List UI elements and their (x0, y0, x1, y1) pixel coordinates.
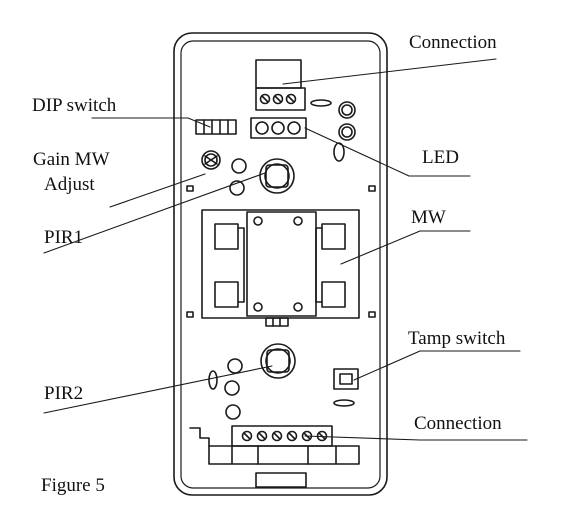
inner-housing (180, 40, 381, 489)
bottom-rail (208, 445, 360, 465)
label-pir1: PIR1 (44, 227, 84, 248)
pir2-sensor (260, 343, 296, 379)
label-connection-bottom: Connection (414, 413, 502, 434)
label-mw: MW (411, 207, 446, 228)
label-led: LED (422, 147, 459, 168)
bottom-tab (255, 472, 307, 488)
label-connection-top: Connection (409, 32, 497, 53)
tamper-slot (333, 399, 355, 407)
label-gain-mw: Gain MW (33, 149, 110, 170)
leader-lines (43, 58, 528, 441)
bottom-left-step (189, 427, 210, 447)
led-lens (333, 142, 345, 162)
mw-module (201, 209, 360, 327)
pir1-left-hole-top (231, 158, 247, 174)
pir2-hole-1 (227, 358, 243, 374)
led-row (250, 117, 307, 139)
label-tamp-switch: Tamp switch (408, 328, 506, 349)
gain-mw-potentiometer (201, 150, 221, 170)
figure-caption: Figure 5 (41, 475, 105, 496)
top-terminal-block (255, 59, 306, 111)
label-pir2: PIR2 (44, 383, 84, 404)
label-gain-mw-adjust: Adjust (44, 174, 95, 195)
label-dip-switch: DIP switch (32, 95, 117, 116)
dip-switch (195, 119, 237, 135)
top-right-slot (310, 99, 332, 107)
pir2-slot (208, 370, 218, 390)
outer-housing (173, 32, 388, 496)
pir2-hole-2 (224, 380, 240, 396)
pir1-left-hole-bottom (229, 180, 245, 196)
pir2-hole-3 (225, 404, 241, 420)
tamper-switch (333, 368, 359, 390)
pir1-sensor (259, 158, 295, 194)
top-right-screws (338, 101, 356, 141)
